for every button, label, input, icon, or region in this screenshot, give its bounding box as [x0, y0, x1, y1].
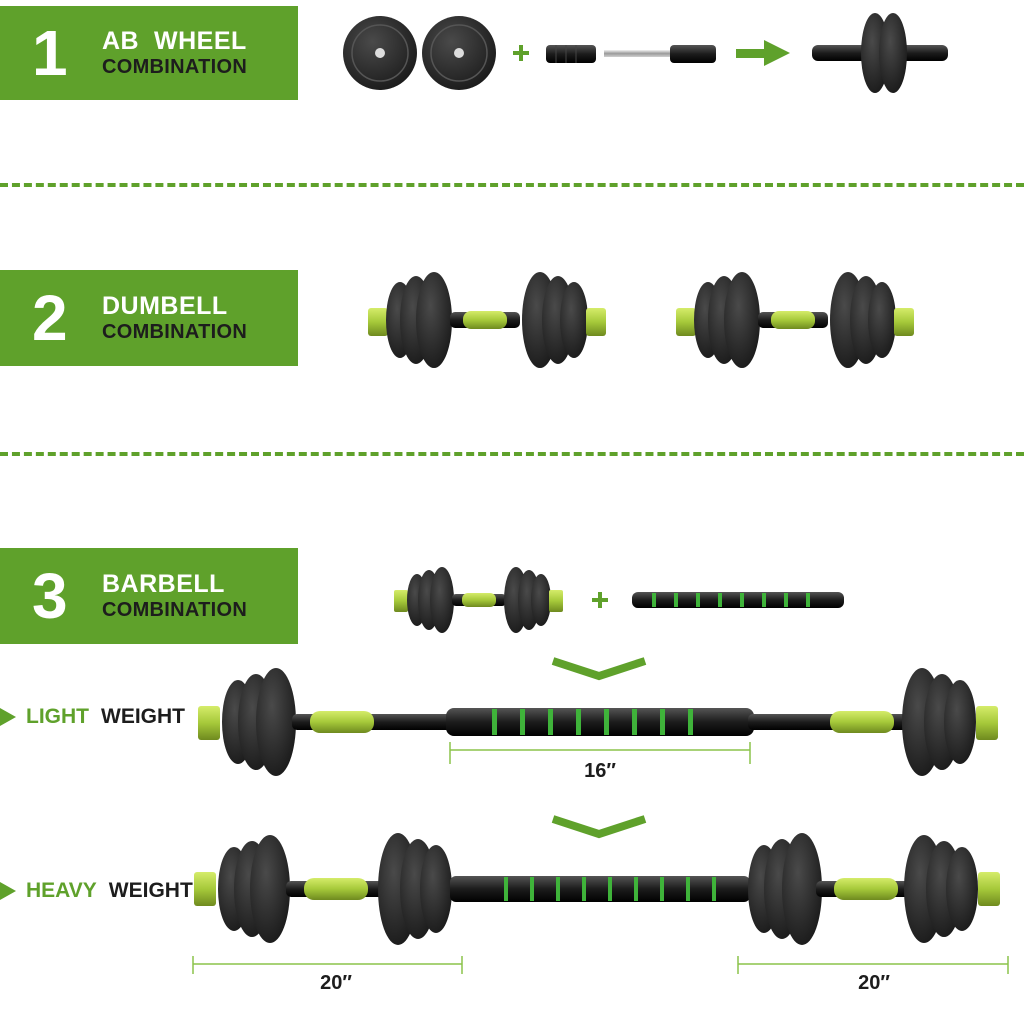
chevron-down-icon [551, 815, 647, 839]
play-triangle-icon [0, 708, 16, 726]
section-title: DUMBELL COMBINATION [102, 293, 247, 343]
ab-wheel-plate-right [422, 16, 496, 90]
section-title-top: AB WHEEL [102, 27, 247, 56]
light-weight-label: LIGHT WEIGHT [0, 705, 185, 729]
section-title-top: BARBELL [102, 570, 225, 599]
heavy-accent: HEAVY [26, 879, 97, 902]
section-number: 3 [32, 560, 68, 632]
section-title-bottom: COMBINATION [102, 598, 248, 621]
ab-wheel-handle-right [670, 45, 716, 63]
dashed-separator [0, 452, 1024, 456]
chevron-down-icon [551, 657, 647, 681]
light-dimension-label: 16″ [584, 760, 616, 782]
connecting-bar [632, 592, 844, 608]
section-number: 2 [32, 282, 68, 354]
section-title-bottom: COMBINATION [102, 320, 248, 343]
section-title-top: DUMBELL [102, 292, 228, 321]
section-2-banner: 2 DUMBELL COMBINATION [0, 270, 298, 366]
dashed-separator [0, 183, 1024, 187]
heavy-label: WEIGHT [108, 879, 193, 902]
light-accent: LIGHT [26, 705, 89, 728]
ab-wheel-handle-left [546, 45, 596, 63]
plus-icon [513, 45, 529, 61]
ab-wheel-plate-left [343, 16, 417, 90]
ab-wheel-steel-rod [604, 50, 674, 57]
section-3-banner: 3 BARBELL COMBINATION [0, 548, 298, 644]
play-triangle-icon [0, 882, 16, 900]
light-label: WEIGHT [101, 705, 185, 728]
section-title: AB WHEEL COMBINATION [102, 28, 247, 78]
light-barbell [198, 668, 998, 776]
heavy-weight-label: HEAVY WEIGHT [0, 879, 193, 903]
small-dumbbell [394, 567, 563, 633]
dumbbell-left [368, 272, 606, 368]
plus-icon [592, 592, 608, 608]
section-title: BARBELL COMBINATION [102, 571, 247, 621]
section-number: 1 [32, 17, 68, 89]
heavy-dimension-left-label: 20″ [320, 972, 352, 994]
heavy-dimension-line-left [192, 956, 463, 974]
heavy-dimension-line-right [737, 956, 1009, 974]
ab-wheel-assembled [812, 13, 948, 93]
section-1-banner: 1 AB WHEEL COMBINATION [0, 6, 298, 100]
light-dimension-line [449, 742, 751, 764]
heavy-barbell [194, 833, 1000, 945]
arrow-right-icon [736, 40, 790, 66]
section-title-bottom: COMBINATION [102, 55, 248, 78]
dumbbell-right [676, 272, 914, 368]
heavy-dimension-right-label: 20″ [858, 972, 890, 994]
